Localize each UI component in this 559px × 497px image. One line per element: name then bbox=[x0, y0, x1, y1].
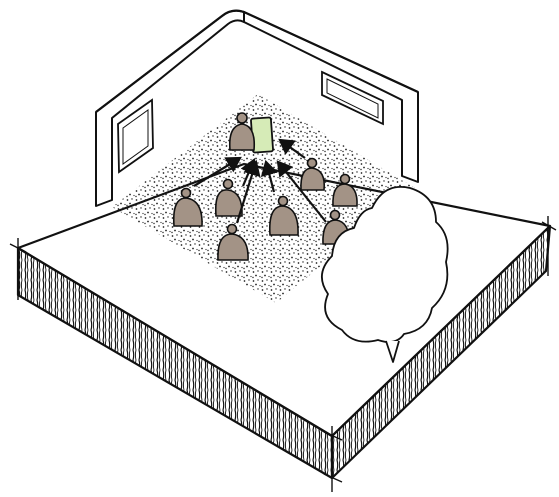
isometric-classroom-sketch bbox=[0, 0, 559, 497]
